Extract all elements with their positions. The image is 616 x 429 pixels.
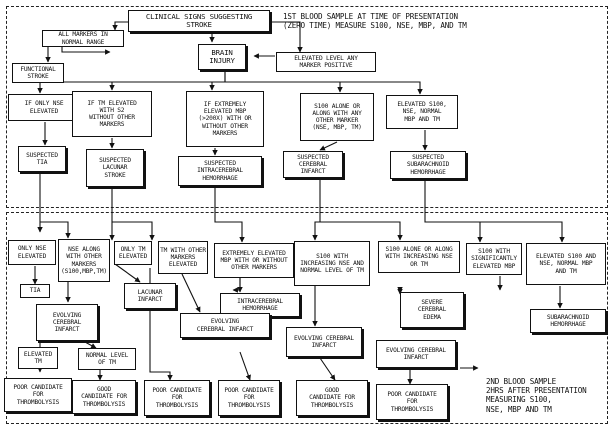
node-tm-with-other: Tm WITH OTHER MARKERS ELEVATED [158,241,208,274]
node-only-nse-elevated: ONLY NSE ELEVATED [8,240,56,265]
node-lacunar-infarct: LACUNAR INFARCT [124,283,176,309]
node-evolving-infarct-4: EVOLVING CEREBRAL INFARCT [376,340,456,368]
node-all-markers-normal: ALL MARKERS IN NORMAL RANGE [42,30,124,47]
node-if-tm-elevated: IF Tm ELEVATED WITH S2 WITHOUT OTHER MAR… [72,91,152,137]
node-elevated-any-marker: ELEVATED LEVEL ANY MARKER POSITIVE [276,52,376,72]
node-good-candidate-2: GOOD CANDIDATE FOR THROMBOLYSIS [296,380,368,416]
node-poor-candidate-2: POOR CANDIDATE FOR THROMBOLYSIS [144,380,210,416]
node-evolving-infarct-3: EVOLVING CEREBRAL INFARCT [286,327,362,357]
node-clinical-signs: CLINICAL SIGNS SUGGESTING STROKE [128,10,270,32]
node-s100-increasing-nse: S100 WITH INCREASING NSE AND NORMAL LEVE… [294,241,370,286]
node-if-extreme-mbp: IF EXTREMELY ELEVATED MBP (>200X) WITH O… [186,91,264,147]
node-brain-injury: BRAIN INJURY [198,44,246,70]
node-suspected-sah: SUSPECTED SUBARACHNOID HEMORRHAGE [390,151,466,179]
node-evolving-infarct-2: EVOLVING CEREBRAL INFARCT [180,313,270,338]
second-sample-caption: 2nd BLOOD SAMPLE 2hrs AFTER PRESENTATION… [486,377,606,414]
node-elevated-s100-nse: ELEVATED S100, NSE, NORMAL MBP AND Tm [386,95,458,129]
node-s100-alone-or-along: S100 ALONE OR ALONG WITH ANY OTHER MARKE… [300,93,374,141]
first-sample-caption: 1st BLOOD SAMPLE AT TIME OF PRESENTATION… [283,12,583,30]
node-extreme-mbp-second: EXTREMELY ELEVATED MBP WITH OR WITHOUT O… [214,243,294,278]
node-nse-along-other: NSE ALONG WITH OTHER MARKERS (S100,MBP,T… [58,239,110,282]
node-evolving-infarct-1: EVOLVING CEREBRAL INFARCT [36,304,98,341]
node-s100-alone-increasing: S100 ALONE OR ALONG WITH INCREASING NSE … [378,241,460,273]
node-suspected-ich: SUSPECTED INTRACEREBRAL HEMORRHAGE [178,156,262,186]
node-if-only-nse: IF ONLY NSE ELEVATED [8,94,80,121]
node-severe-cerebral-edema: SEVERE CEREBRAL EDEMA [400,292,464,328]
node-good-candidate-1: GOOD CANDIDATE FOR THROMBOLYSIS [72,380,136,414]
node-suspected-tia: SUSPECTED TIA [18,146,66,172]
node-subarachnoid-hemorrhage: SUBARACHNOID HEMORRHAGE [530,309,606,333]
node-poor-candidate-1: POOR CANDIDATE FOR THROMBOLYSIS [4,378,72,412]
node-tia: TIA [20,284,50,298]
node-elevated-tm: ELEVATED Tm [18,347,58,369]
node-poor-candidate-4: POOR CANDIDATE FOR THROMBOLYSIS [376,384,448,420]
node-elevated-s100-nse-second: ELEVATED S100 AND NSE, NORMAL MBP AND Tm [526,243,606,285]
node-suspected-lacunar: SUSPECTED LACUNAR STROKE [86,149,144,187]
node-s100-elevated-mbp: S100 WITH SIGNIFICANTLY ELEVATED MBP [466,243,522,275]
node-normal-level-tm: NORMAL LEVEL OF Tm [78,348,136,370]
node-functional-stroke: FUNCTIONAL STROKE [12,63,64,83]
node-suspected-cerebral-infarct: SUSPECTED CEREBRAL INFARCT [283,151,343,178]
node-poor-candidate-3: POOR CANDIDATE FOR THROMBOLYSIS [218,380,280,416]
node-only-tm-elevated: ONLY Tm ELEVATED [114,241,152,265]
